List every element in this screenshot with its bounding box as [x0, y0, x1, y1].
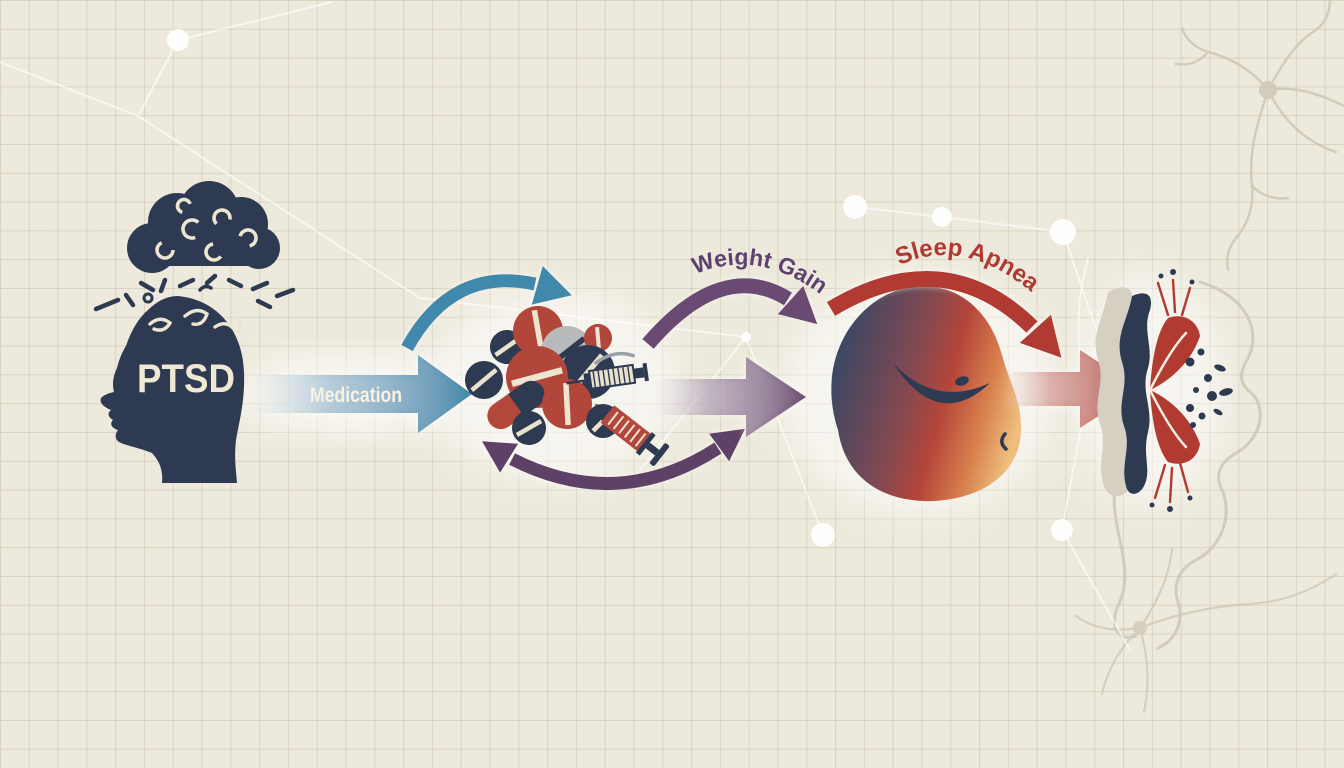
- medication-arrow: [252, 355, 472, 433]
- storm-cloud-icon: [127, 181, 280, 273]
- burst-droplets: [1185, 348, 1233, 428]
- pill-icon: [512, 411, 546, 445]
- pill-icon: [584, 324, 612, 352]
- network-node-icons: [167, 29, 1076, 547]
- belly-dot: [955, 376, 969, 386]
- medication-label: Medication: [310, 384, 402, 407]
- head-silhouette-icon: [100, 296, 245, 483]
- neuron-sketch-bottom-right-icon: [1074, 546, 1338, 714]
- pill-icon: [542, 379, 592, 429]
- sleep-apnea-arc: [826, 270, 1062, 358]
- stage-obese-torso: [831, 286, 1022, 502]
- stage-ptsd: PTSD: [93, 181, 296, 483]
- ptsd-label: PTSD: [137, 357, 235, 401]
- syringe-red-icon: [594, 404, 670, 466]
- neuron-sketch-top-right-icon: [1174, 0, 1344, 272]
- airway-burst-icon: [1148, 316, 1200, 464]
- belly-button: [1000, 432, 1008, 451]
- cloud-swirls: [155, 197, 258, 262]
- debris-marks: [93, 273, 296, 312]
- burst-spray-top: [1156, 269, 1195, 317]
- belly-crease: [893, 363, 990, 404]
- stage-medication-pills: [465, 306, 670, 466]
- pill-icon: [465, 361, 503, 399]
- pills-feedback-double-arrow: [481, 428, 746, 490]
- scalp-squiggles: [148, 308, 243, 334]
- weight-gain-arc: [642, 278, 818, 349]
- weight-gain-straight-arrow: [655, 357, 806, 437]
- medication-cycle-arc: [401, 266, 572, 352]
- airway-band-navy: [1119, 293, 1152, 494]
- capsule-icon: [487, 380, 545, 430]
- burst-spray-bottom: [1149, 461, 1193, 512]
- syringe-sketch-icon: [566, 351, 649, 390]
- stage-airway-collapse: [1095, 269, 1233, 512]
